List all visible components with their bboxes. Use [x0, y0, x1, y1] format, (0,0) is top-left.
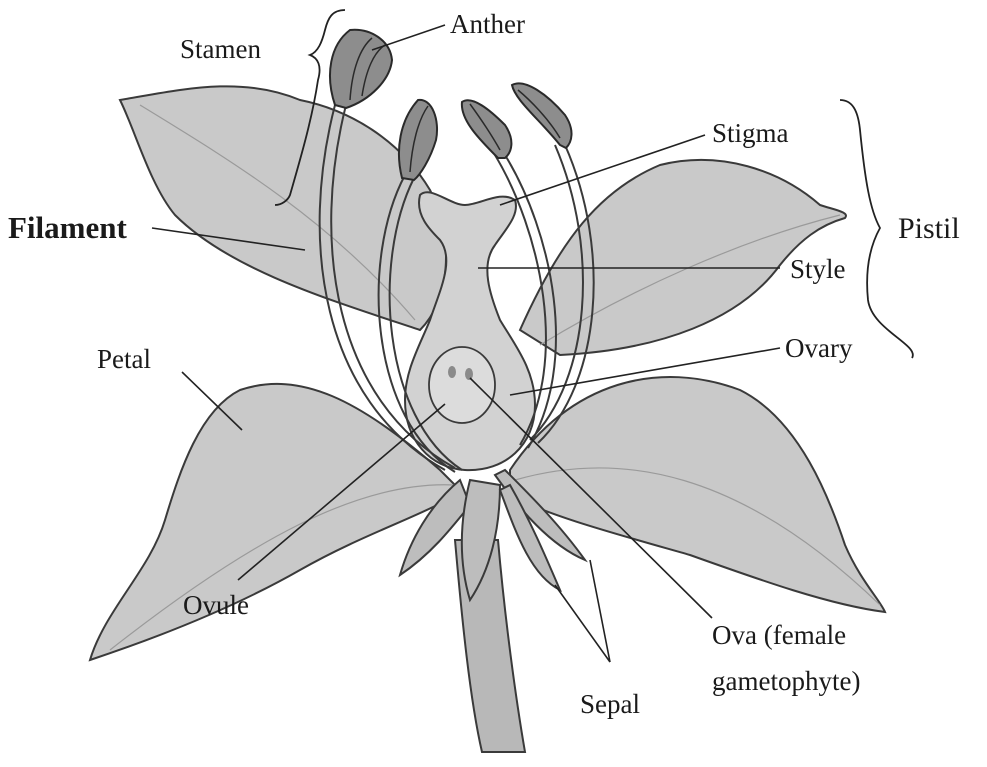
label-stamen: Stamen	[180, 34, 261, 64]
ovum-right	[465, 368, 473, 380]
label-style: Style	[790, 254, 846, 284]
anther-3	[462, 100, 512, 158]
anther-2	[399, 100, 437, 180]
label-filament: Filament	[8, 210, 127, 245]
petal-lower-left	[90, 384, 460, 660]
label-ovule: Ovule	[183, 590, 249, 620]
label-ova-line1: Ova (female	[712, 620, 846, 650]
label-ova-line2: gametophyte)	[712, 666, 860, 696]
ovule	[429, 347, 495, 423]
label-ovary: Ovary	[785, 333, 853, 363]
label-stigma: Stigma	[712, 118, 789, 148]
anther-4	[512, 83, 572, 148]
ovum-left	[448, 366, 456, 378]
label-anther: Anther	[450, 9, 525, 39]
anther-1	[330, 30, 392, 108]
petal-lower-right	[510, 377, 885, 612]
label-petal: Petal	[97, 344, 151, 374]
label-sepal: Sepal	[580, 689, 640, 719]
label-pistil: Pistil	[898, 212, 960, 245]
leader-anther	[372, 25, 445, 50]
